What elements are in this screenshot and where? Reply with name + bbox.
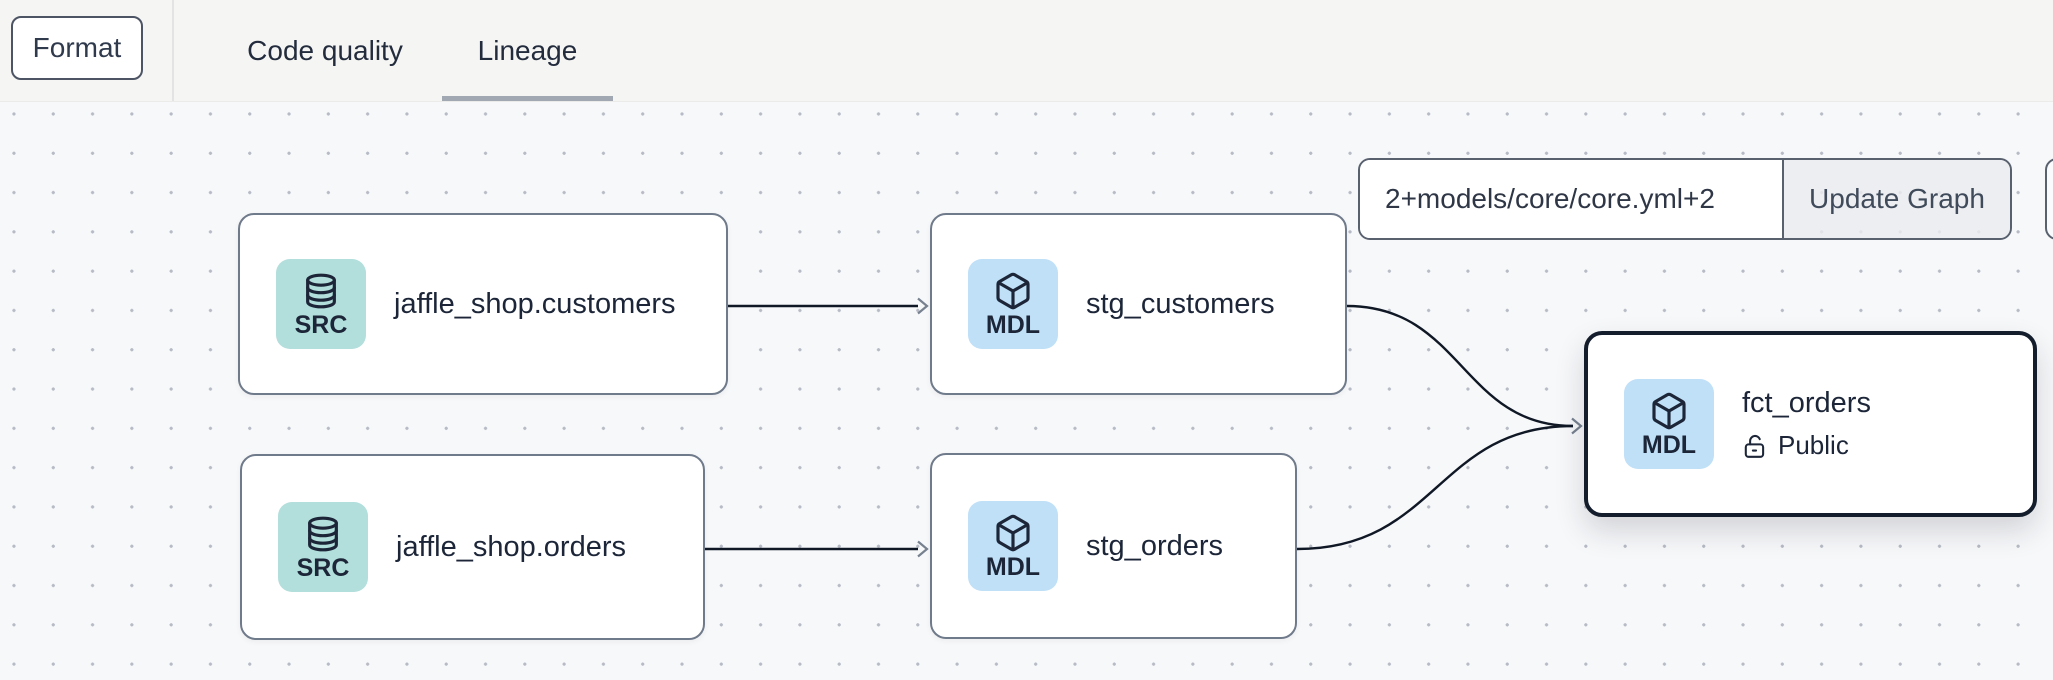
update-graph-button[interactable]: Update Graph — [1782, 160, 2010, 238]
tab-lineage[interactable]: Lineage — [442, 0, 613, 101]
active-tab-indicator — [442, 96, 613, 101]
node-jaffle-shop-customers[interactable]: SRC jaffle_shop.customers — [238, 213, 728, 395]
node-stg-orders[interactable]: MDL stg_orders — [930, 453, 1297, 639]
node-jaffle-shop-orders[interactable]: SRC jaffle_shop.orders — [240, 454, 705, 640]
node-title: stg_orders — [1086, 529, 1224, 562]
tab-code-quality[interactable]: Code quality — [207, 0, 443, 101]
toolbar: Format Code quality Lineage — [0, 0, 2053, 102]
clipped-edge-control[interactable] — [2045, 158, 2053, 240]
tab-lineage-label: Lineage — [477, 34, 578, 66]
node-access-row: Public — [1742, 430, 1871, 461]
model-badge: MDL — [968, 501, 1058, 591]
model-selector-input[interactable] — [1360, 160, 1782, 238]
icon-badge-label: MDL — [985, 552, 1041, 581]
icon-badge-label: SRC — [296, 553, 350, 582]
icon-badge-label: MDL — [1641, 430, 1697, 459]
database-icon — [306, 273, 336, 308]
model-badge: MDL — [968, 259, 1058, 349]
cube-icon — [1652, 392, 1686, 429]
source-badge: SRC — [276, 259, 366, 349]
lock-open-icon — [1744, 434, 1765, 458]
node-title: stg_customers — [1086, 287, 1275, 320]
node-title: jaffle_shop.customers — [394, 287, 676, 320]
cube-icon — [996, 272, 1030, 309]
tab-code-quality-label: Code quality — [247, 34, 403, 66]
node-fct-orders[interactable]: MDL fct_orders Public — [1584, 331, 2037, 517]
database-icon — [308, 516, 338, 551]
model-selector-group: Update Graph — [1358, 158, 2012, 240]
icon-badge-label: MDL — [985, 310, 1041, 339]
toolbar-divider — [172, 0, 174, 101]
cube-icon — [996, 514, 1030, 551]
node-access-label: Public — [1778, 430, 1849, 460]
node-title: fct_orders — [1742, 387, 1871, 419]
node-stg-customers[interactable]: MDL stg_customers — [930, 213, 1347, 395]
source-badge: SRC — [278, 502, 368, 592]
icon-badge-label: SRC — [294, 310, 348, 339]
format-button[interactable]: Format — [11, 16, 143, 80]
node-title: jaffle_shop.orders — [396, 530, 627, 563]
model-badge: MDL — [1624, 379, 1714, 469]
